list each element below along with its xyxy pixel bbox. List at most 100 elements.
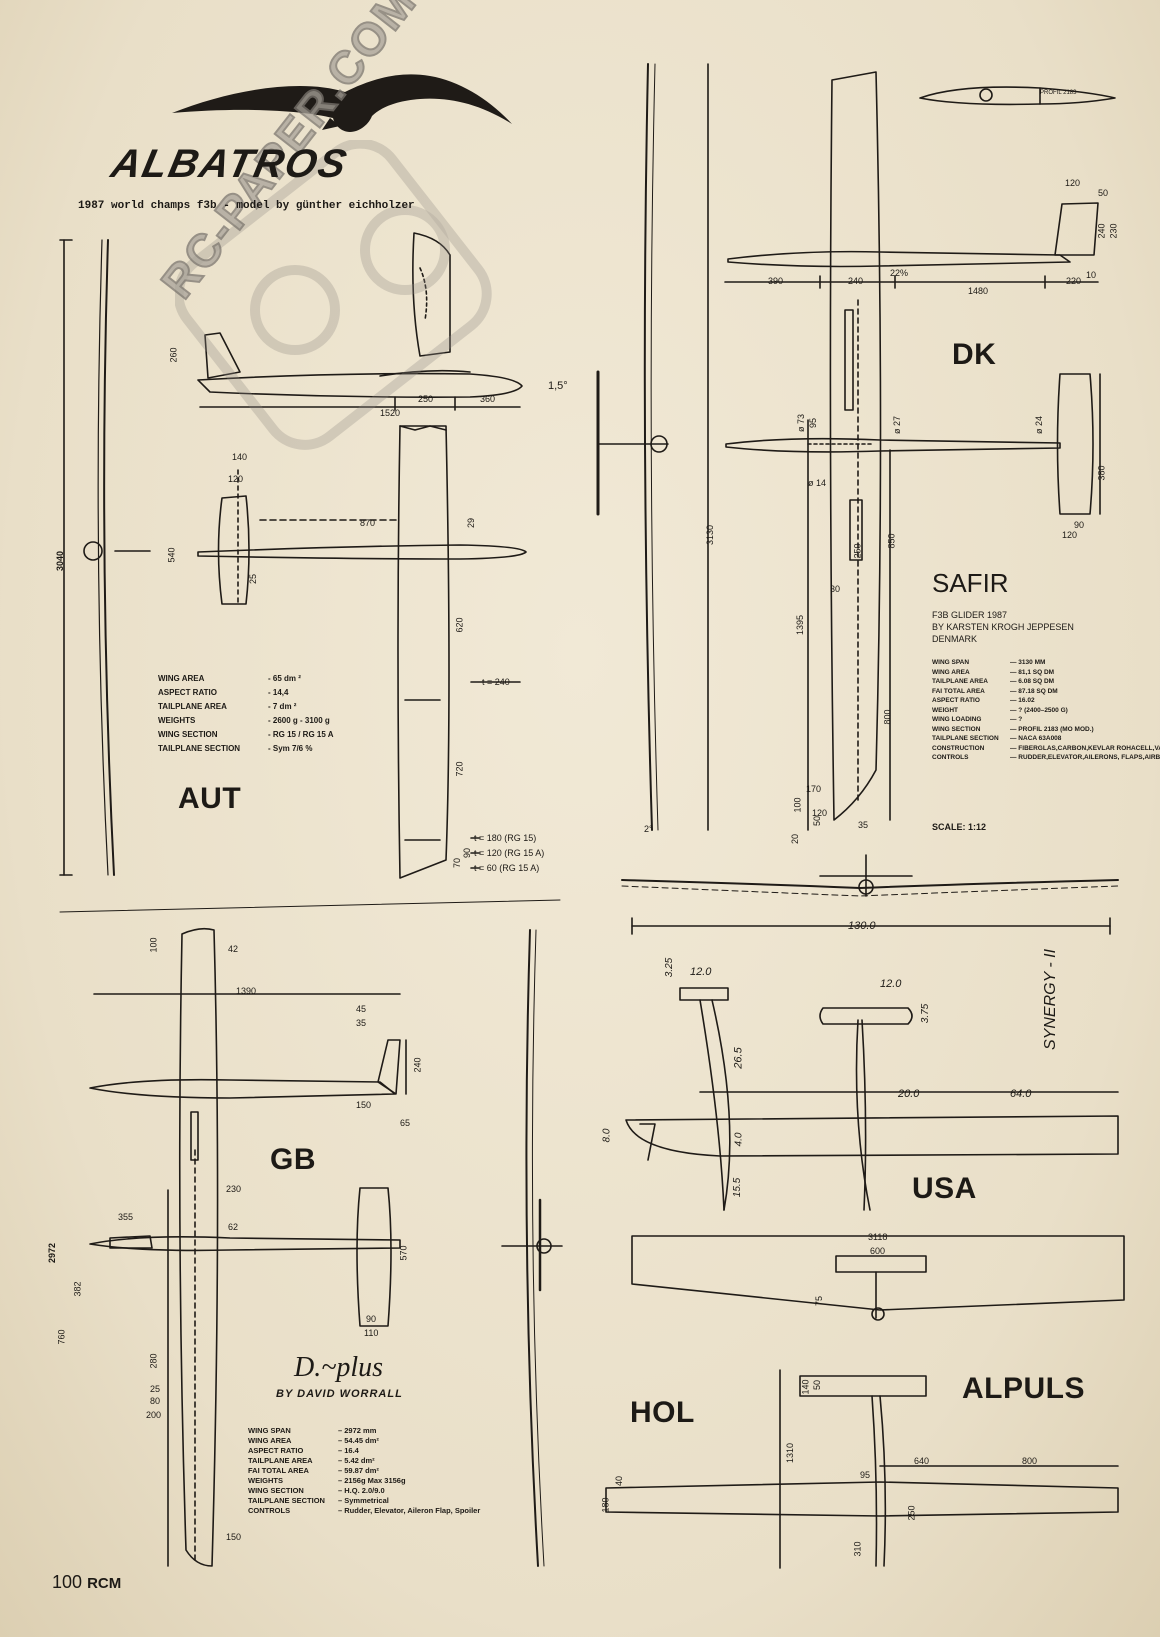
- alpuls-dim: 1310: [785, 1442, 796, 1464]
- albatros-title: ALBATROS: [107, 142, 353, 186]
- spec-key: TAILPLANE SECTION: [158, 744, 241, 753]
- spec-value: - 2600 g - 3100 g: [268, 716, 330, 725]
- spec-key: WING SECTION: [248, 1486, 304, 1495]
- safir-dim: 800: [882, 709, 893, 725]
- spec-value: – 59.87 dm²: [338, 1466, 379, 1475]
- spec-row: CONTROLS– Rudder, Elevator, Aileron Flap…: [248, 1506, 480, 1516]
- spec-key: WING SECTION: [932, 725, 981, 733]
- spec-row: WING AREA— 81,1 SQ DM: [932, 668, 1132, 678]
- dplus-dim: 1390: [236, 986, 257, 996]
- safir-dim: 380: [1096, 465, 1107, 481]
- dplus-dim: 355: [118, 1212, 134, 1222]
- alpuls-dim: 180: [600, 1497, 611, 1513]
- albatros-bird-logo: [172, 74, 512, 132]
- spec-value: – Symmetrical: [338, 1496, 389, 1505]
- safir-dim: 850: [886, 533, 897, 549]
- synergy-front-view: [621, 854, 1119, 935]
- spec-row: TAILPLANE SECTION— NACA 63A008: [932, 734, 1132, 744]
- alpuls-plan-view: [605, 1369, 1119, 1569]
- spec-row: WEIGHT— ? (2400–2500 G): [932, 706, 1132, 716]
- dplus-dim: 760: [56, 1329, 67, 1345]
- safir-sub1: F3B GLIDER 1987: [932, 610, 1008, 620]
- alpuls-country: HOL: [630, 1396, 695, 1429]
- dplus-country: GB: [270, 1143, 316, 1176]
- synergy-dim: 12.0: [690, 966, 712, 978]
- spec-key: WING AREA: [248, 1436, 292, 1445]
- spec-key: WING LOADING: [932, 716, 982, 723]
- safir-dim: 220: [1066, 276, 1082, 286]
- spec-key: ASPECT RATIO: [932, 697, 980, 704]
- alpuls-dim: 50: [812, 1379, 823, 1391]
- spec-value: — 3130 MM: [1010, 659, 1046, 666]
- albatros-dim: 70: [452, 857, 463, 869]
- synergy-dim: 3.75: [920, 1003, 932, 1024]
- spec-key: WING AREA: [158, 674, 205, 683]
- synergy-dim: 3.25: [664, 957, 676, 978]
- synergy-title: SYNERGY - II: [1042, 948, 1059, 1050]
- safir-dim: 22%: [890, 268, 909, 278]
- spec-value: — RUDDER,ELEVATOR,AILERONS, FLAPS,AIRBRA…: [1010, 754, 1160, 761]
- spec-row: CONTROLS — RUDDER,ELEVATOR,AILERONS, FLAP…: [932, 753, 1160, 763]
- albatros-dim: 620: [454, 617, 465, 633]
- albatros-dim: 360: [480, 394, 496, 404]
- safir-dim: 240: [848, 276, 864, 286]
- page-number: 100: [52, 1572, 83, 1592]
- albatros-dim: 1520: [380, 408, 401, 418]
- albatros-dim: 90: [462, 847, 473, 859]
- spec-row: TAILPLANE SECTION– Symmetrical: [248, 1496, 478, 1506]
- dplus-dim: 570: [398, 1245, 409, 1261]
- safir-dim: 20: [790, 833, 801, 845]
- dplus-side-view: [89, 993, 407, 1099]
- dplus-dim: 280: [148, 1353, 159, 1369]
- spec-key: WING AREA: [932, 668, 970, 676]
- safir-dim: 35: [858, 820, 869, 830]
- spec-row: WEIGHTS– 2156g Max 3156g: [248, 1476, 478, 1486]
- spec-value: - 14,4: [268, 688, 289, 697]
- safir-dim: ø 27: [892, 415, 903, 435]
- spec-row: TAILPLANE SECTION- Sym 7/6 %: [158, 742, 334, 756]
- spec-row: WING AREA- 65 dm ²: [158, 672, 334, 686]
- footer: 100 RCM: [52, 1572, 121, 1593]
- safir-side-view: [724, 202, 1099, 289]
- spec-row: WING AREA – 54.45 dm²: [248, 1436, 478, 1446]
- synergy-plan-view: [625, 987, 1119, 1211]
- spec-key: TAILPLANE AREA: [158, 702, 227, 711]
- spec-value: – 2972 mm: [338, 1426, 377, 1435]
- spec-value: – 54.45 dm²: [338, 1436, 379, 1445]
- spec-row: TAILPLANE AREA— 6.08 SQ DM: [932, 677, 1132, 687]
- spec-value: – H.Q. 2.0/9.0: [338, 1486, 385, 1495]
- synergy-dim: 8.0: [601, 1128, 613, 1143]
- dplus-dim: 90: [366, 1314, 377, 1324]
- dplus-dim: 2972: [47, 1242, 58, 1264]
- dplus-dim: 45: [356, 1004, 367, 1014]
- safir-title: SAFIR: [932, 568, 1009, 598]
- albatros-plan-view: [197, 425, 527, 879]
- section-divider: [59, 899, 561, 913]
- spec-key: CONTROLS: [248, 1506, 291, 1515]
- albatros-front-view: [59, 239, 151, 876]
- spec-key: ASPECT RATIO: [158, 688, 217, 697]
- dplus-plan-view: [89, 1187, 401, 1327]
- synergy-dim: 15.5: [732, 1177, 744, 1198]
- spec-row: ASPECT RATIO– 16.4: [248, 1446, 478, 1456]
- safir-dim: 120: [812, 808, 828, 818]
- spec-key: CONSTRUCTION: [932, 744, 985, 752]
- spec-row: FAI TOTAL AREA— 87.18 SQ DM: [932, 687, 1132, 697]
- albatros-dim: 140: [232, 452, 248, 462]
- safir-dim: 10: [1086, 270, 1097, 280]
- synergy-dim: 26.5: [732, 1047, 745, 1069]
- safir-dim: 1395: [795, 614, 806, 636]
- safir-dim: ø 24: [1034, 415, 1045, 435]
- dplus-dim: 230: [226, 1184, 242, 1194]
- safir-dim: 1480: [968, 286, 989, 296]
- dplus-dim: 25: [150, 1384, 161, 1394]
- spec-row: TAILPLANE AREA– 5.42 dm²: [248, 1456, 478, 1466]
- safir-dim: 90: [1074, 520, 1085, 530]
- albatros-dim: 120: [228, 474, 244, 484]
- spec-key: CONTROLS: [932, 754, 969, 761]
- safir-sub2: BY KARSTEN KROGH JEPPESEN: [932, 622, 1074, 632]
